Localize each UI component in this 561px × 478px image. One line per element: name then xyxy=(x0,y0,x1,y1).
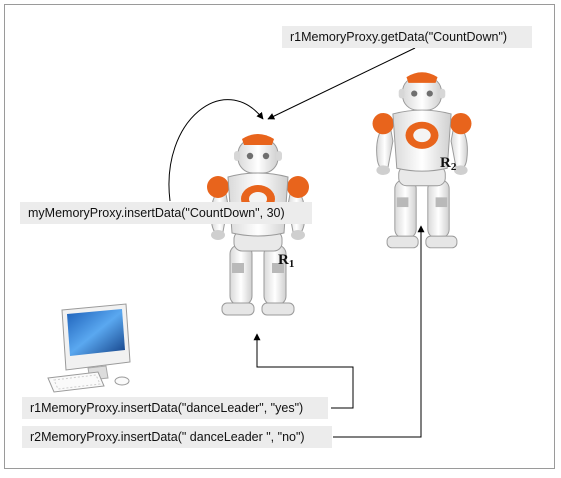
insert-dance-leader-r2-label: r2MemoryProxy.insertData(" danceLeader "… xyxy=(22,426,332,448)
robot-r1-icon xyxy=(206,133,310,316)
insert-r1-arrow xyxy=(253,333,354,409)
insert-countdown-arrow xyxy=(168,99,264,202)
getdata-arrow xyxy=(267,47,416,120)
getdata-label: r1MemoryProxy.getData("CountDown") xyxy=(282,26,532,48)
insert-r2-arrow xyxy=(333,225,425,438)
robot-r2-icon xyxy=(372,71,472,249)
robot-r1-label: R1 xyxy=(278,252,295,270)
insert-countdown-label: myMemoryProxy.insertData("CountDown", 30… xyxy=(20,202,312,224)
imac-computer-icon xyxy=(47,303,131,393)
robot-r2-label: R2 xyxy=(440,155,457,173)
insert-dance-leader-r1-label: r1MemoryProxy.insertData("danceLeader", … xyxy=(22,397,328,419)
